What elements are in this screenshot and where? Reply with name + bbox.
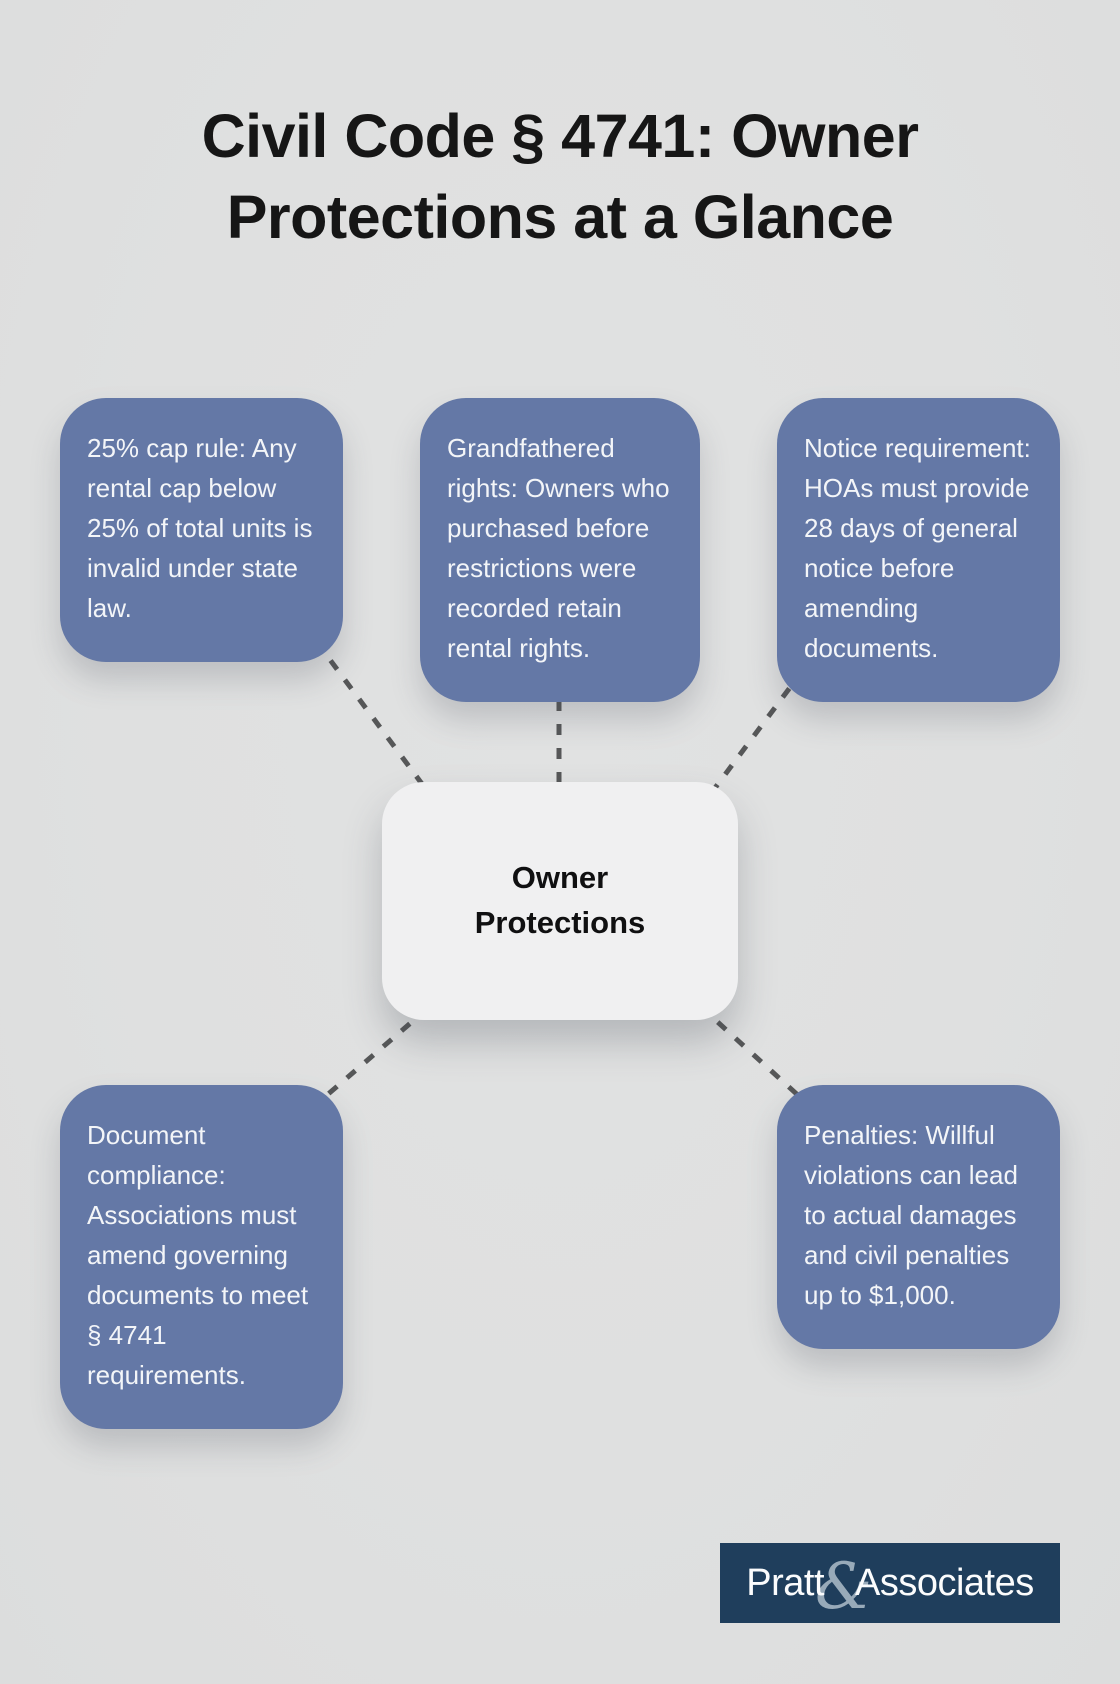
node-notice-requirement: Notice requirement: HOAs must provide 28… xyxy=(777,398,1060,703)
node-penalties-text: Penalties: Willful violations can lead t… xyxy=(804,1120,1018,1311)
connector-cap-rule xyxy=(299,620,431,794)
center-node-owner-protections: Owner Protections xyxy=(382,782,738,1020)
logo-pratt-associates: Pratt & Associates xyxy=(720,1543,1060,1623)
node-document-compliance-text: Document compliance: Associations must a… xyxy=(87,1120,309,1391)
node-document-compliance: Document compliance: Associations must a… xyxy=(60,1085,343,1430)
node-grandfathered-rights: Grandfathered rights: Owners who purchas… xyxy=(420,398,700,703)
node-grandfathered-rights-text: Grandfathered rights: Owners who purchas… xyxy=(447,433,670,664)
logo-text-pratt: Pratt xyxy=(746,1561,825,1604)
node-cap-rule-text: 25% cap rule: Any rental cap below 25% o… xyxy=(87,433,313,624)
node-penalties: Penalties: Willful violations can lead t… xyxy=(777,1085,1060,1350)
node-cap-rule: 25% cap rule: Any rental cap below 25% o… xyxy=(60,398,343,663)
logo-text-associates: Associates xyxy=(854,1561,1034,1604)
page-title: Civil Code § 4741: Owner Protections at … xyxy=(201,102,919,251)
connector-penalties xyxy=(698,1004,814,1110)
center-node-label: Owner Protections xyxy=(474,860,646,940)
connector-document-compliance xyxy=(310,1006,430,1110)
node-notice-requirement-text: Notice requirement: HOAs must provide 28… xyxy=(804,433,1031,664)
